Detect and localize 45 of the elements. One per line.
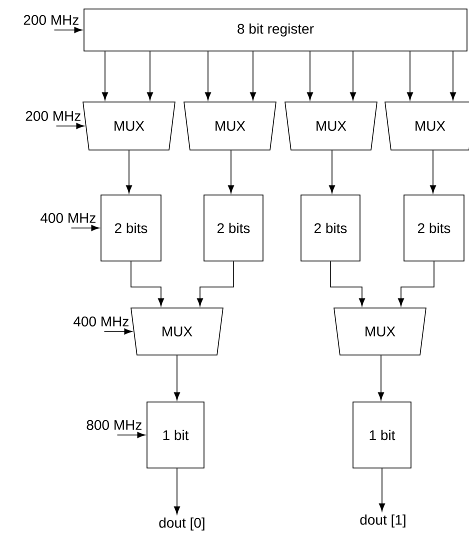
register-box: 8 bit register [84,8,468,52]
register-box: 1 bit [352,402,412,468]
register-box: 1 bit [146,402,204,468]
clock-label: 400 MHz [40,213,96,223]
clock-arrow [70,224,100,232]
arrow [228,150,234,194]
register-box: 2 bits [100,194,162,262]
arrow [378,355,384,400]
arrow [328,150,336,194]
arrow [350,51,356,100]
clock-label: 200 MHz [26,111,80,121]
clock-arrow [104,328,132,335]
output-label: dout [0] [159,517,204,531]
arrow [146,51,154,100]
clock-label: 200 MHz [24,15,78,25]
arrow [406,51,414,100]
clock-label: 800 MHz [86,420,142,430]
arrow [126,150,132,194]
mux-trapezoid: MUX [184,102,276,150]
arrow [306,51,314,100]
mux-trapezoid: MUX [130,308,224,356]
arrow [174,468,180,514]
register-box: 2 bits [404,194,464,262]
mux-trapezoid: MUX [82,102,176,150]
arrow [174,355,180,400]
clock-arrow [54,26,82,34]
register-box: 2 bits [204,194,264,262]
arrow [450,51,456,100]
clock-arrow [116,432,146,438]
arrow [130,261,164,306]
arrow [398,261,434,306]
mux-trapezoid: MUX [384,102,469,150]
arrow [196,261,234,306]
clock-label: 400 MHz [73,316,128,326]
arrow [378,468,386,512]
arrow [330,261,366,306]
arrow [250,51,256,100]
register-box: 2 bits [300,194,360,262]
arrow [204,51,212,100]
mux-trapezoid: MUX [284,102,378,150]
arrow [102,51,108,100]
mux-trapezoid: MUX [334,308,426,356]
clock-arrow [56,122,84,130]
output-label: dout [1] [360,514,406,528]
arrow [430,150,436,194]
